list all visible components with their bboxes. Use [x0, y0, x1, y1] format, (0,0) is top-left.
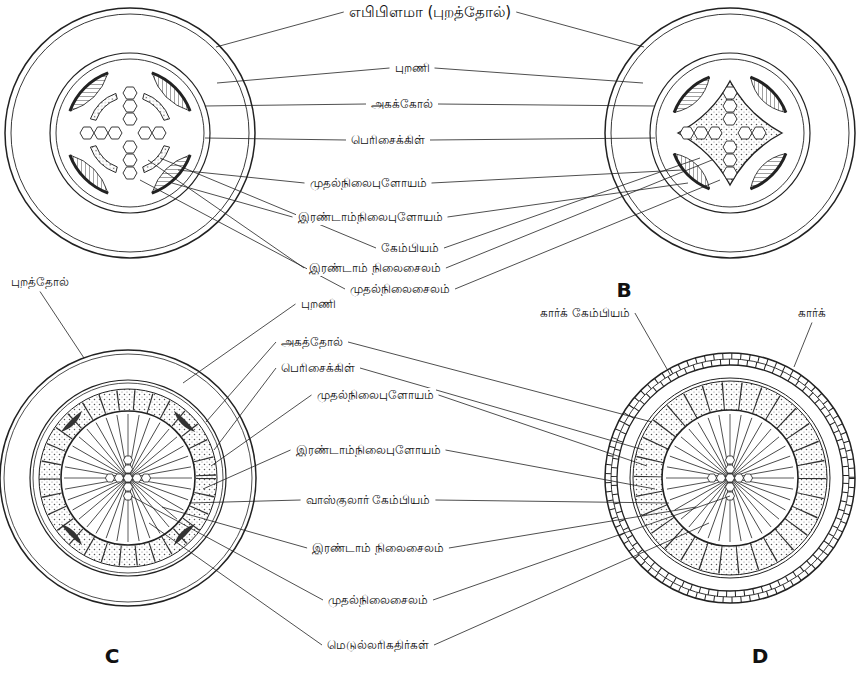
leader-line [434, 523, 709, 645]
part-label: கேம்பியம் [379, 241, 441, 256]
part-label: இரண்டாம் நிலைசைலம் [307, 261, 443, 276]
leader-line [40, 292, 84, 359]
section-a [5, 8, 255, 258]
leader-line [439, 395, 648, 466]
leader-line [162, 507, 307, 548]
leader-line [444, 158, 700, 248]
part-label: முதல்நிலைசைலம் [326, 593, 430, 608]
leader-line [160, 158, 376, 248]
part-label: புறணி [299, 297, 338, 312]
leader-line [635, 313, 671, 376]
leader-line [448, 183, 689, 217]
leader-line [216, 12, 344, 47]
leader-line [178, 170, 305, 183]
figure-letter: D [750, 644, 771, 669]
leader-line [516, 12, 644, 47]
leader-line [131, 496, 323, 600]
part-label: எபிபிளமா (புறத்தோல்) [347, 3, 513, 22]
leader-line [433, 496, 730, 600]
leader-line [189, 500, 301, 503]
part-label: பெரிசைக்கிள் [349, 133, 427, 148]
part-label: வாஸ்குலார் கேம்பியம் [304, 493, 433, 508]
leader-line [205, 104, 366, 106]
leader-line [217, 68, 390, 83]
leader-line [430, 138, 655, 140]
part-label: புறத்தோல் [9, 275, 71, 290]
leader-line [446, 160, 712, 268]
leader-line [348, 342, 652, 422]
part-label: அகக்கோல் [369, 97, 435, 112]
section-c [0, 350, 256, 606]
part-label: முதல்நிலைபுளோயம் [315, 388, 436, 403]
leader-line [435, 500, 669, 503]
part-label: பெரிசைக்கிள் [279, 361, 357, 376]
part-label: கார்க் கேம்பியம் [538, 306, 632, 321]
leader-line [435, 68, 644, 83]
part-label: இரண்டாம்நிலைபுளோயம் [294, 443, 443, 458]
figure-letter: B [614, 278, 633, 303]
leader-line [455, 180, 720, 289]
section-d [605, 353, 855, 603]
leader-line [203, 450, 291, 489]
part-label: மெடுல்லரிகதிர்கள் [325, 638, 431, 653]
part-label: புறணி [393, 61, 432, 76]
section-b [605, 8, 855, 258]
figure-letter: C [103, 644, 122, 669]
leader-line [148, 160, 304, 268]
part-label: முதல்நிலைபுளோயம் [308, 176, 429, 191]
part-label: இரண்டாம் நிலைசைலம் [310, 541, 446, 556]
part-label: அகத்தோல் [279, 335, 345, 350]
part-label: முதல்நிலைசைலம் [348, 282, 452, 297]
leader-line [214, 368, 276, 450]
part-label: இரண்டாம்நிலைபுளோயம் [296, 210, 445, 225]
leader-line [360, 368, 644, 450]
leader-line [794, 323, 812, 368]
leader-line [449, 507, 696, 548]
leader-line [205, 138, 346, 140]
leader-line [446, 450, 656, 489]
leader-line [432, 170, 683, 183]
leader-line [438, 104, 655, 106]
leader-line [149, 523, 322, 645]
part-label: கார்க் [796, 306, 828, 321]
